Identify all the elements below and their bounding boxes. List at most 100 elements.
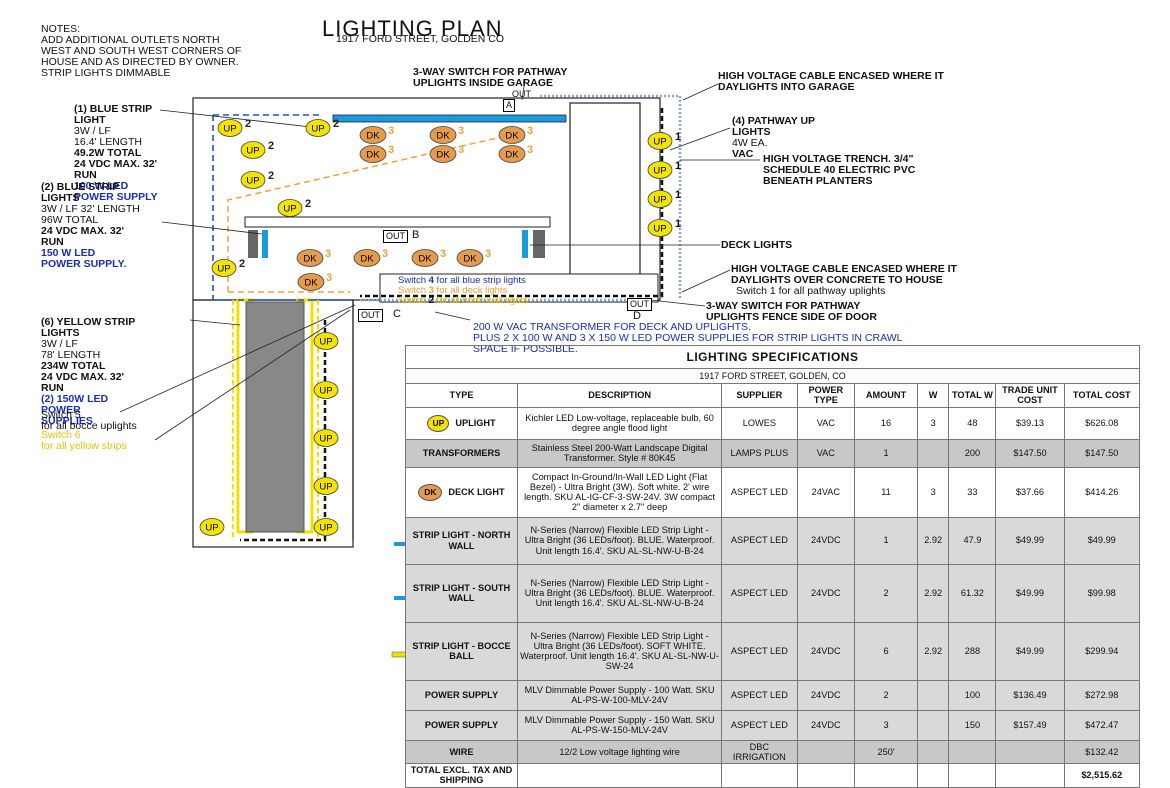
cell-amount: 250': [854, 739, 918, 765]
cell-total-cost: $49.99: [1063, 516, 1140, 565]
cell-w: [916, 763, 950, 788]
cell-description: MLV Dimmable Power Supply - 150 Watt. SK…: [517, 709, 723, 741]
switch-legend-item: Switch 2 for all north wall lights: [398, 295, 528, 306]
blue-strip-north-annotation: (1) BLUE STRIP LIGHT 3W / LF 16.4' LENGT…: [74, 103, 158, 203]
svg-text:UP: UP: [223, 124, 236, 135]
svg-text:UP: UP: [246, 176, 259, 187]
page-title: LIGHTING PLAN: [322, 16, 503, 41]
type-label: STRIP LIGHT - SOUTH WALL: [412, 582, 511, 604]
cell-unit-cost: $39.13: [995, 406, 1065, 440]
cell-total-w: 61.32: [948, 563, 997, 623]
table-header-row: TYPE DESCRIPTION SUPPLIER POWER TYPE AMO…: [404, 383, 1140, 408]
cell-unit-cost: $49.99: [995, 621, 1065, 681]
column-header: TRADE UNIT COST: [995, 383, 1065, 408]
cell-supplier: ASPECT LED: [721, 621, 798, 681]
switch-number: 2: [239, 258, 245, 270]
svg-text:UP: UP: [653, 224, 666, 235]
uplight-icon: UP: [313, 477, 339, 495]
outlet-c-letter: C: [393, 308, 401, 320]
cell-supplier: DBC IRRIGATION: [721, 739, 798, 765]
cell-w: 2.92: [916, 621, 950, 681]
cell-unit-cost: $37.66: [995, 466, 1065, 518]
switch1-annotation: Switch 1 for all pathway uplights: [736, 285, 886, 297]
svg-text:UP: UP: [205, 523, 218, 534]
uplight-icon: UP: [313, 429, 339, 447]
cell-description: Compact In-Ground/In-Wall LED Light (Fla…: [517, 466, 723, 518]
svg-text:DK: DK: [418, 254, 432, 265]
switch-number: 1: [675, 131, 681, 143]
switch-number: 3: [527, 125, 533, 137]
cell-power: 24VDC: [796, 516, 856, 565]
svg-text:DK: DK: [505, 150, 519, 161]
svg-text:UP: UP: [311, 124, 324, 135]
cell-power: [796, 763, 856, 788]
cell-total-cost: $414.26: [1063, 466, 1140, 518]
switch-number: 1: [675, 160, 681, 172]
cell-w: 2.92: [916, 516, 950, 565]
cell-description: Stainless Steel 200-Watt Landscape Digit…: [517, 438, 723, 468]
cell-unit-cost: $49.99: [995, 516, 1065, 565]
svg-text:DK: DK: [505, 131, 519, 142]
switch-legend-item: Switch 4 for all blue strip lights: [398, 275, 526, 286]
cell-total-cost: $272.98: [1063, 679, 1140, 711]
cell-total-w: 47.9: [948, 516, 997, 565]
cell-total-cost: $626.08: [1063, 406, 1140, 440]
blue-strip-post: [262, 230, 268, 258]
bocce-court-surface: [245, 301, 305, 533]
cell-supplier: LAMPS PLUS: [721, 438, 798, 468]
table-row: TOTAL EXCL. TAX AND SHIPPING$2,515.62: [404, 763, 1140, 788]
cell-total-cost: $472.47: [1063, 709, 1140, 741]
column-header: DESCRIPTION: [517, 383, 723, 408]
cell-total-cost: $2,515.62: [1063, 763, 1140, 788]
cell-amount: 2: [854, 563, 918, 623]
switch-legend: Switch 4 for all blue strip lights Switc…: [398, 276, 528, 306]
uplight-icon: UP: [313, 332, 339, 350]
blue-wire: [212, 115, 350, 301]
svg-text:UP: UP: [319, 523, 332, 534]
blue-strip-post: [522, 230, 528, 258]
cell-total-w: [948, 739, 997, 765]
three-way-fence-annotation: 3-WAY SWITCH FOR PATHWAY UPLIGHTS FENCE …: [706, 300, 877, 323]
svg-text:DK: DK: [303, 254, 317, 265]
cell-type: STRIP LIGHT - SOUTH WALL: [404, 563, 519, 623]
hv-trench-annotation: HIGH VOLTAGE TRENCH. 3/4" SCHEDULE 40 EL…: [763, 153, 916, 187]
column-header: TYPE: [404, 383, 519, 408]
upper-yard-outline: [192, 97, 661, 301]
cell-amount: 1: [854, 516, 918, 565]
type-label: STRIP LIGHT - NORTH WALL: [412, 530, 511, 551]
cell-power: 24VDC: [796, 709, 856, 741]
notes-block: NOTES: ADD ADDITIONAL OUTLETS NORTH WEST…: [41, 24, 241, 79]
hv-garage-annotation: HIGH VOLTAGE CABLE ENCASED WHERE IT DAYL…: [718, 70, 944, 93]
cell-amount: 2: [854, 679, 918, 711]
notes-heading: NOTES:: [41, 23, 81, 35]
type-label: STRIP LIGHT - BOCCE BALL: [412, 640, 511, 662]
cell-total-cost: $132.42: [1063, 739, 1140, 765]
blue-strip-south-annotation: (2) BLUE STRIP LIGHTS 3W / LF 32' LENGTH…: [41, 181, 140, 270]
cell-type: POWER SUPPLY: [404, 709, 519, 741]
cell-supplier: ASPECT LED: [721, 563, 798, 623]
cell-unit-cost: [995, 763, 1065, 788]
cell-type: TRANSFORMERS: [404, 438, 519, 468]
garage-outline: [569, 102, 641, 294]
cell-amount: 16: [854, 406, 918, 440]
switch-number: 2: [268, 170, 274, 182]
cell-supplier: ASPECT LED: [721, 516, 798, 565]
table-address: 1917 FORD STREET, GOLDEN, CO: [405, 368, 1140, 384]
outlet-a: A: [503, 99, 516, 112]
conduit-line: [540, 94, 682, 298]
cell-unit-cost: $147.50: [995, 438, 1065, 468]
svg-text:DK: DK: [304, 278, 318, 289]
uplight-icon: UP: [427, 414, 450, 432]
pathway-up-annotation: (4) PATHWAY UP LIGHTS 4W EA. VAC: [732, 115, 816, 160]
